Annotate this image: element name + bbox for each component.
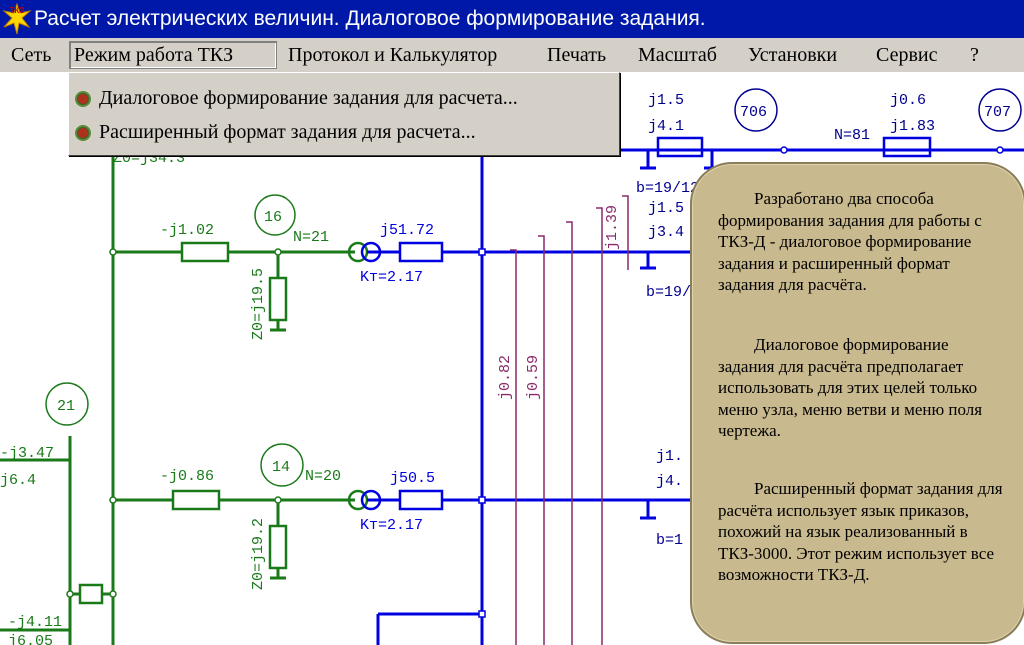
green-nodes	[66, 248, 282, 598]
purple-branches	[510, 195, 629, 645]
mode-dropdown-menu: Диалоговое формирование задания для расч…	[68, 72, 620, 156]
node-14-label: 14	[272, 459, 290, 476]
info-tooltip-box: Разработано два способа формирования зад…	[690, 162, 1024, 644]
menu-item-dialog-task[interactable]: Диалоговое формирование задания для расч…	[77, 83, 518, 113]
info-paragraph-2: Диалоговое формирование задания для расч…	[718, 335, 983, 440]
menu-item-label: Расширенный формат задания для расчета..…	[99, 121, 476, 143]
junction-dot	[109, 590, 117, 598]
label-r-j34: j3.4	[648, 224, 684, 241]
menu-print[interactable]: Печать	[547, 44, 607, 66]
app-logo-icon: ТКЗ	[2, 3, 32, 35]
junction-dot	[109, 496, 117, 504]
label-r-j4: j4.	[656, 473, 683, 490]
label-b1-imp: -j1.02	[160, 222, 214, 239]
node-706-circle[interactable]	[734, 88, 778, 132]
bus-node	[478, 248, 486, 256]
menu-item-extended-task[interactable]: Расширенный формат задания для расчета..…	[77, 117, 476, 147]
node-706-label: 706	[740, 104, 767, 121]
label-r-n81: N=81	[834, 127, 870, 144]
blue-network	[360, 136, 1024, 645]
bus-node	[478, 610, 486, 618]
node-707-circle[interactable]	[978, 88, 1022, 132]
junction-dot	[109, 248, 117, 256]
bullet-icon	[77, 93, 89, 106]
app-logo-text: ТКЗ	[9, 6, 24, 15]
node-21-label: 21	[57, 398, 75, 415]
bus-node	[478, 496, 486, 504]
label-n21: N=21	[293, 229, 329, 246]
label-r-b19: b=19/	[646, 284, 691, 301]
label-left1: -j3.47	[0, 445, 54, 462]
junction-dot	[66, 590, 74, 598]
menu-bar: Сеть Режим работа ТКЗ Протокол и Калькул…	[0, 38, 1024, 72]
label-t1-imp: j51.72	[380, 222, 434, 239]
label-t2-imp: j50.5	[390, 470, 435, 487]
label-r-j1: j1.	[656, 448, 683, 465]
label-r-b1: b=1	[656, 532, 683, 549]
node-16-circle[interactable]	[254, 194, 296, 236]
label-j082: j0.82	[497, 355, 514, 400]
label-z192: Z0=j19.2	[250, 518, 267, 590]
label-left2: j6.4	[0, 472, 36, 489]
node-21-circle[interactable]	[45, 382, 89, 426]
label-b2-imp: -j0.86	[160, 468, 214, 485]
label-r-j15b: j1.5	[648, 200, 684, 217]
label-kt2: Kт=2.17	[360, 517, 423, 534]
label-z195: Z0=j19.5	[250, 268, 267, 340]
label-kt1: Kт=2.17	[360, 269, 423, 286]
bullet-icon	[77, 127, 89, 140]
node-707-label: 707	[984, 104, 1011, 121]
menu-scale[interactable]: Масштаб	[638, 44, 717, 66]
node-14-circle[interactable]	[260, 443, 304, 487]
green-network	[0, 150, 369, 645]
label-left3: -j4.11	[8, 614, 62, 631]
info-paragraph-1: Разработано два способа формирования зад…	[718, 189, 982, 294]
label-j139: j1.39	[604, 205, 621, 250]
menu-service[interactable]: Сервис	[876, 44, 938, 66]
label-r-j06: j0.6	[890, 92, 926, 109]
info-paragraph-3: Расширенный формат задания для расчёта и…	[718, 479, 1003, 584]
label-r-j15: j1.5	[648, 92, 684, 109]
menu-mode-tkz[interactable]: Режим работа ТКЗ	[69, 41, 277, 69]
label-left4: j6.05	[8, 633, 53, 645]
menu-network[interactable]: Сеть	[11, 44, 52, 66]
node-circles	[45, 88, 1022, 487]
menu-help[interactable]: ?	[970, 44, 979, 66]
label-j059: j0.59	[525, 355, 542, 400]
bus-node	[780, 146, 788, 154]
bus-node	[996, 146, 1004, 154]
label-n20: N=20	[305, 468, 341, 485]
junction-dot	[274, 248, 282, 256]
menu-item-label: Диалоговое формирование задания для расч…	[99, 87, 518, 109]
menu-settings[interactable]: Установки	[748, 44, 838, 66]
menu-protocol-calculator[interactable]: Протокол и Калькулятор	[288, 44, 498, 66]
junction-dot	[274, 496, 282, 504]
label-r-j41: j4.1	[648, 118, 684, 135]
title-bar: ТКЗ Расчет электрических величин. Диалог…	[0, 0, 1024, 38]
label-r-j183: j1.83	[890, 118, 935, 135]
label-r-b1912: b=19/12	[636, 180, 699, 197]
window-title: Расчет электрических величин. Диалоговое…	[34, 7, 706, 30]
node-16-label: 16	[264, 209, 282, 226]
schematic-canvas[interactable]: 16 14 21 706 707 Z0=j34.3 -j1.02 -j0.86 …	[0, 72, 1024, 645]
